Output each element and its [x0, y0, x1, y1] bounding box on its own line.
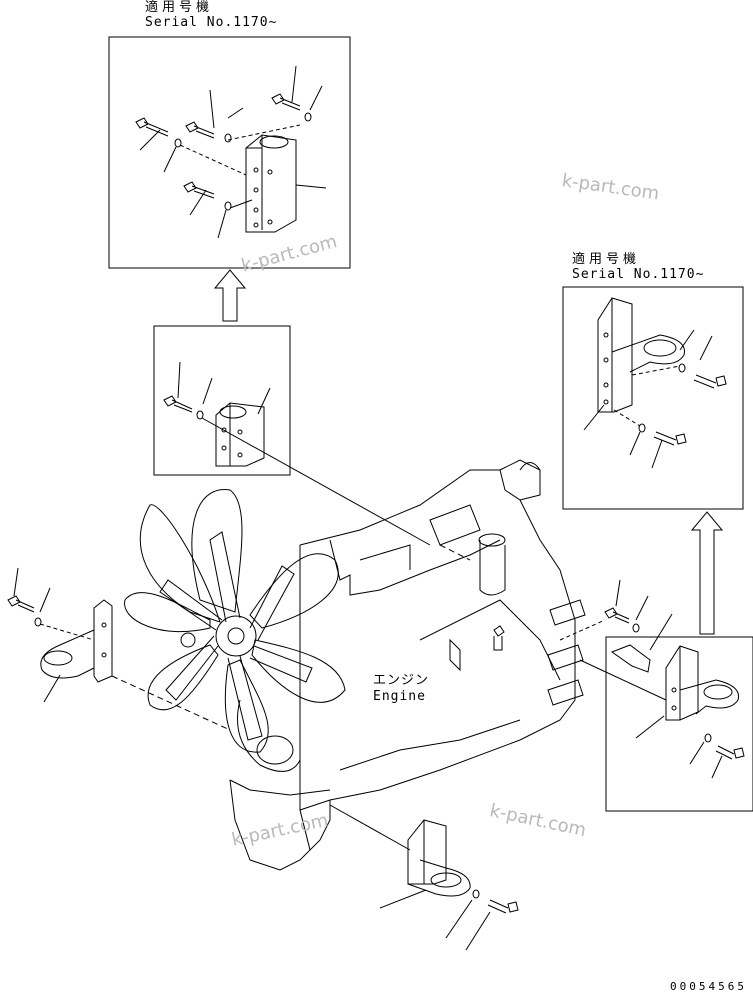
serial-label-top: 適用号機 Serial No.1170~	[145, 0, 277, 30]
engine-mount-bracket-lower	[330, 805, 518, 950]
serial-label-right: 適用号機 Serial No.1170~	[572, 252, 704, 282]
engine-label-en: Engine	[373, 689, 426, 704]
arrow-up-top	[215, 270, 245, 321]
engine-mount-bracket-right-detail	[598, 298, 685, 412]
detail-box-middle	[154, 326, 290, 475]
bolts-top-detail	[136, 94, 311, 210]
detail-box-top	[109, 37, 350, 268]
cooling-fan	[125, 490, 345, 753]
serial-label-number: Serial No.1170~	[572, 267, 705, 282]
serial-label-jp: 適用号機	[572, 252, 641, 267]
bolts-right-detail	[584, 330, 726, 468]
leader-lines-top-detail	[140, 66, 326, 238]
connector-lines	[202, 418, 470, 560]
engine-block	[230, 460, 585, 870]
part-number: 00054565	[670, 980, 747, 993]
detail-box-lower-right	[606, 637, 753, 811]
serial-label-jp: 適用号機	[145, 0, 214, 15]
engine-mount-bracket-middle-detail	[216, 403, 264, 466]
engine-mount-bracket-lower-right-detail	[666, 646, 739, 720]
engine-label: エンジン Engine	[373, 673, 429, 705]
engine-label-jp: エンジン	[373, 673, 430, 688]
serial-label-number: Serial No.1170~	[145, 15, 278, 30]
engine-mount-bracket-top-detail	[246, 135, 296, 232]
bolts-lower-right-detail	[636, 716, 744, 778]
arrow-up-right	[692, 512, 722, 634]
engine-mount-bracket-left	[8, 568, 230, 730]
engine-mount-bracket-front-right	[560, 580, 672, 700]
detail-box-right	[563, 287, 743, 509]
bolts-middle-detail	[164, 362, 270, 419]
